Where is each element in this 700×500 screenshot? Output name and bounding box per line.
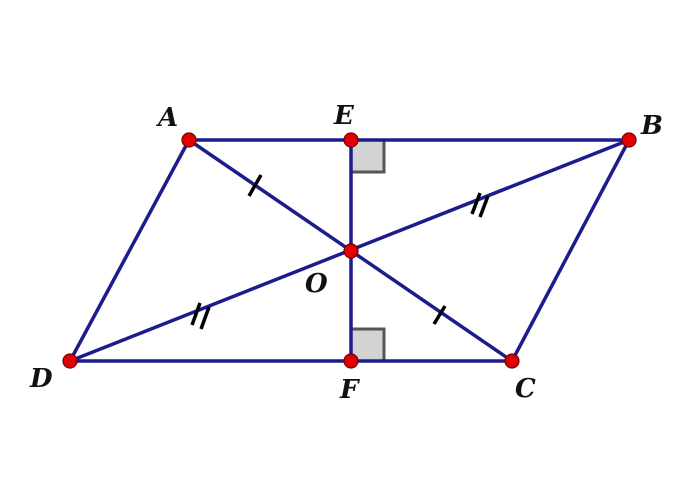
point-f bbox=[343, 353, 359, 369]
label-o: O bbox=[305, 269, 328, 299]
segment-da bbox=[68, 138, 191, 363]
point-b bbox=[621, 132, 637, 148]
segment-bc bbox=[510, 138, 631, 363]
point-c bbox=[504, 353, 520, 369]
label-e: E bbox=[333, 101, 355, 131]
label-d: D bbox=[29, 364, 53, 394]
label-f: F bbox=[339, 375, 360, 405]
point-a bbox=[181, 132, 197, 148]
tick-double-bo bbox=[470, 192, 490, 218]
tick-single-oc bbox=[432, 305, 447, 325]
label-c: C bbox=[515, 374, 536, 404]
point-o bbox=[343, 243, 359, 259]
tick-double-od bbox=[190, 302, 211, 330]
label-b: B bbox=[640, 111, 663, 141]
point-d bbox=[62, 353, 78, 369]
tick-single-ao bbox=[247, 174, 263, 197]
point-e bbox=[343, 132, 359, 148]
label-a: A bbox=[155, 103, 178, 133]
